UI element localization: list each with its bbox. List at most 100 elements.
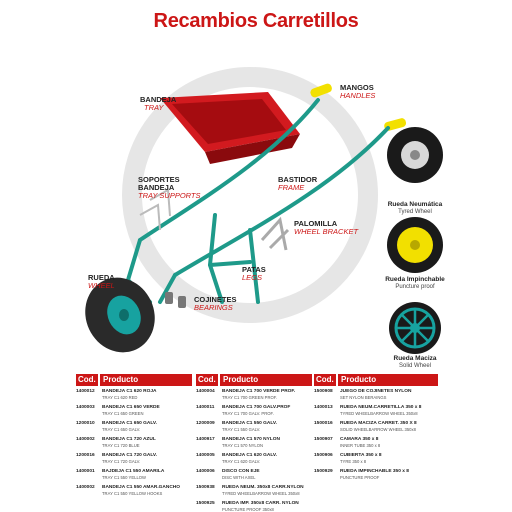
table-header: Cod.Producto (196, 374, 312, 386)
caption-tyred-wheel: Rueda Neumática Tyred Wheel (387, 201, 443, 215)
product-code: 1200016 (76, 453, 95, 458)
product-code: 1500016 (314, 421, 333, 426)
puncture-proof-wheel-image (387, 217, 443, 273)
product-code: 1200010 (76, 421, 95, 426)
product-name-es: BAJDEJA C1 550 AMARILA (102, 469, 165, 474)
product-name-en: TRAY C1 550 YELLOW HOOKS (102, 491, 163, 496)
product-name-en: TRAY C1 620 RED (102, 395, 138, 400)
product-name-en: TRAY C1 550 YELLOW (102, 475, 146, 480)
product-name-es: RUEDA MACIZA CARRET. 350 X 8 (340, 421, 417, 426)
product-name-en: DISC WITH AXEL (222, 475, 256, 480)
table-header: Cod.Producto (314, 374, 438, 386)
product-name-en: TYRE 350 x 8 (340, 459, 367, 464)
background-ring (122, 67, 378, 323)
header-code: Cod. (196, 374, 218, 386)
label-handles: MANGOS HANDLES (340, 83, 376, 100)
table-row: 1400005 BANDEJA C1 620 GALV.TRAY C1 620 G… (196, 453, 312, 466)
product-code: 1500906 (314, 453, 333, 458)
header-product: Producto (220, 374, 312, 386)
wheel-bracket-part (260, 216, 290, 251)
wheelbarrow-illustration (85, 67, 443, 354)
product-name-es: BANDEJA C1 700 VERDE PROF. (222, 389, 296, 394)
product-name-es: CAMARA 350 x 8 (340, 437, 379, 442)
product-code: 1400012 (76, 389, 95, 394)
header-product: Producto (100, 374, 192, 386)
table-row: 1200009 BANDEJA C1 550 GALV.TRAY C1 550 G… (196, 421, 312, 434)
product-name-es: BANDEJA C1 620 GALV. (222, 453, 278, 458)
product-name-es: JUEGO DE COJINETES NYLON (340, 389, 412, 394)
product-name-en: TRAY C1 650 GALV. (102, 427, 141, 432)
product-name-es: BANDEJA C1 550 GALV. (222, 421, 278, 426)
product-name-es: RUEDA NEUM.CARRETILLA 350 x 8 (340, 405, 422, 410)
label-tray-supports: SOPORTES BANDEJA TRAY SUPPORTS (138, 175, 201, 200)
table-header: Cod.Producto (76, 374, 192, 386)
product-name-en: TRAY C1 650 GREEN (102, 411, 144, 416)
label-tray: BANDEJA TRAY (140, 95, 177, 112)
product-name-es: DISCO CON EJE (222, 469, 260, 474)
product-name-en: TYRED WHEELBARROW WHEEL 350x8 (222, 491, 300, 496)
header-code: Cod. (314, 374, 336, 386)
product-name-en: SET NYLON BERAINGS (340, 395, 387, 400)
label-legs: PATAS LEGS (242, 265, 266, 282)
product-code: 1400003 (76, 405, 95, 410)
product-name-es: CUBIERTA 350 x 8 (340, 453, 382, 458)
product-name-es: BANDEJA C1 650 VERDE (102, 405, 160, 410)
header-code: Cod. (76, 374, 98, 386)
tray-supports-part (139, 188, 171, 231)
product-description: BANDEJA C1 720 GALV.TRAY C1 720 GALV. (100, 453, 192, 466)
product-name-en: TRAY C1 700 GREEN PROF. (222, 395, 277, 400)
product-code: 1500925 (196, 501, 215, 506)
bearings-part (165, 292, 186, 308)
product-code: 1400005 (196, 453, 215, 458)
product-description: BANDEJA C1 700 VERDE PROF.TRAY C1 700 GR… (220, 389, 312, 402)
label-wheel: RUEDA WHEEL (88, 273, 115, 290)
page-title: Recambios Carretillos (153, 10, 359, 32)
product-name-es: BANDEJA C1 570 NYLON (222, 437, 280, 442)
product-name-en: PUNCTURE PROOF 350x8 (222, 507, 274, 512)
product-code: 1500908 (314, 389, 333, 394)
label-frame: BASTIDOR FRAME (278, 175, 318, 192)
product-code: 1500907 (314, 437, 333, 442)
product-code: 1400006 (196, 469, 215, 474)
product-name-en: TRAY C1 720 BLUE (102, 443, 140, 448)
product-code: 1400002 (76, 437, 95, 442)
product-code: 1200009 (196, 421, 215, 426)
product-name-en: TRAY C1 550 GALV. (222, 427, 261, 432)
product-name-en: TRAY C1 620 GALV. (222, 459, 261, 464)
product-name-es: BANDEJA C1 550 AMAR.GANCHO (102, 485, 181, 490)
tray-part (160, 92, 300, 164)
product-code: 1400004 (196, 389, 215, 394)
product-code: 1400001 (76, 469, 95, 474)
product-code: 1400002 (76, 485, 95, 490)
exploded-diagram: MANGOS HANDLES BANDEJA TRAY SOPORTES BAN… (0, 40, 512, 370)
product-description: BANDEJA C1 550 GALV.TRAY C1 550 GALV. (220, 421, 312, 434)
product-code: 1400917 (196, 437, 215, 442)
caption-solid-wheel: Rueda Maciza Solid Wheel (393, 355, 437, 369)
product-name-en: SOLID WHEELBARROW WHEEL 350x8 (340, 427, 416, 432)
